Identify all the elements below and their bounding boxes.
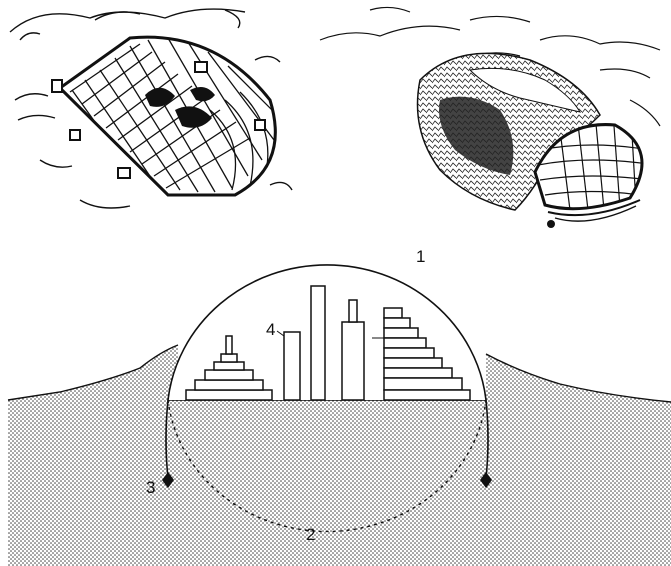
- buildings-number-label: 4: [266, 321, 275, 338]
- anchor-number-label: 3: [146, 479, 155, 496]
- cross-section-diagram: [8, 265, 671, 566]
- foundation-number-label: 2: [306, 526, 315, 543]
- wireframe-dome-shell-icon: [10, 9, 292, 208]
- covered-dome-landscape-icon: [320, 7, 660, 228]
- dome-number-label: 1: [416, 248, 425, 265]
